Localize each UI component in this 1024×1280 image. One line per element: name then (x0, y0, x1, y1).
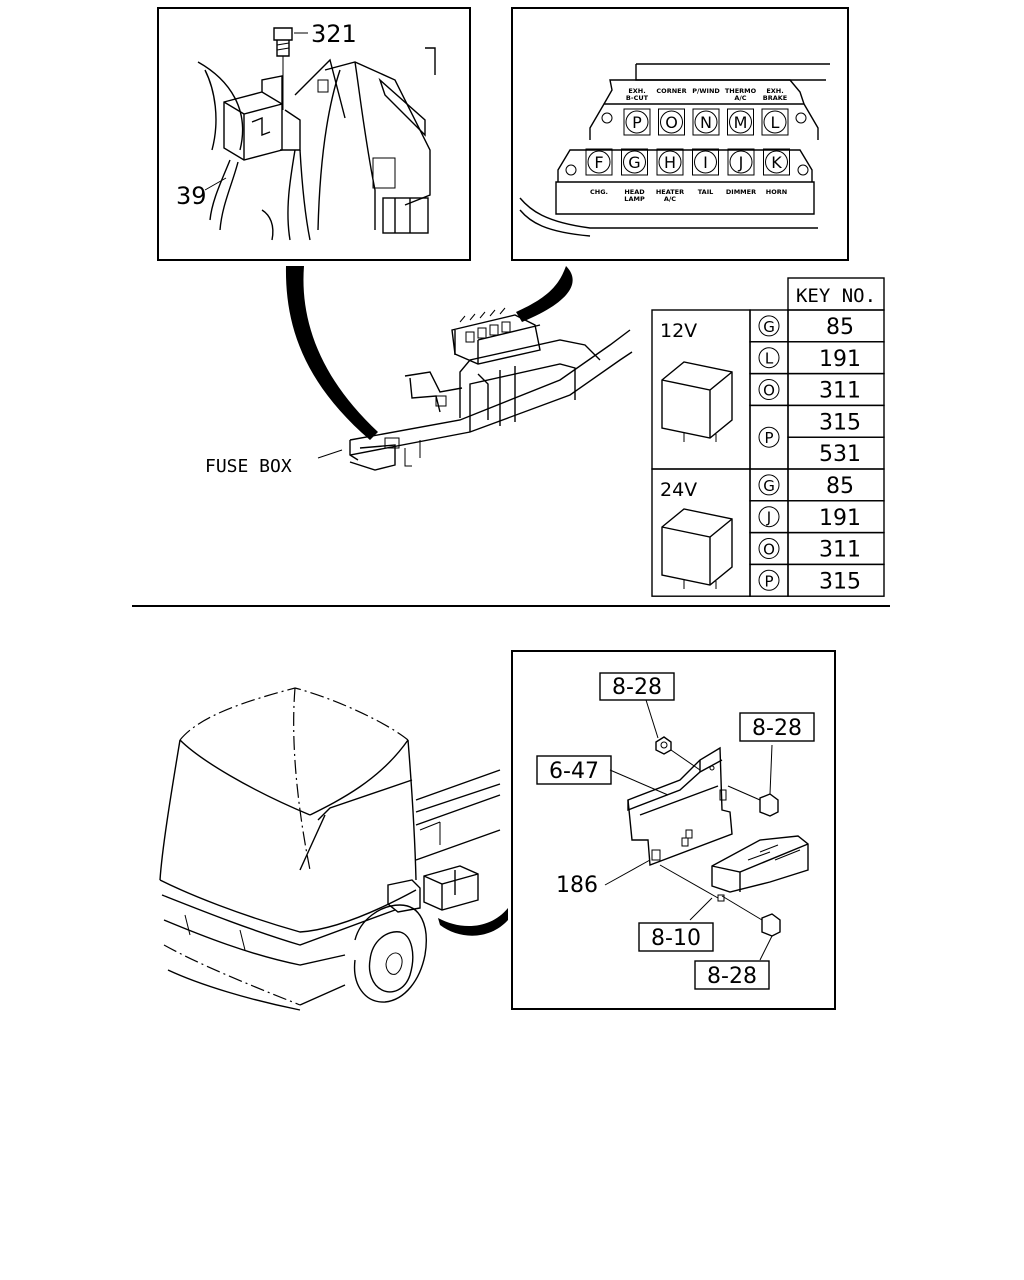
key-letter: P (764, 429, 773, 447)
fuse-label-2: A/C (734, 94, 746, 102)
bracket-exploded-inset: 186 (511, 650, 836, 1010)
fuse-letter: L (771, 113, 780, 132)
relay-mount-inset: 321 39 (157, 7, 471, 261)
fuse-label: HORN (766, 188, 787, 196)
fuse-label: P/WIND (692, 87, 720, 95)
fuse-box-frame-view: FUSE BOX (205, 266, 633, 477)
leader-curve-bottom (438, 908, 508, 936)
fuse-letter: I (703, 153, 708, 172)
fuse-label: DIMMER (726, 188, 756, 196)
fuse-label: CHG. (590, 188, 608, 196)
fuse-letter: H (664, 153, 676, 172)
fuse-slot-p: P EXH.B-CUT (623, 87, 651, 136)
key-letter: L (765, 350, 774, 368)
leader-curve-right (516, 266, 573, 322)
fuse-label: CORNER (656, 87, 686, 95)
relay-callout: 39 (176, 182, 207, 210)
leader-curve-left (285, 266, 378, 440)
fuse-slot-k: K HORN (763, 148, 790, 196)
key-number: 531 (819, 442, 861, 467)
fuse-letter: F (594, 153, 603, 172)
key-group-12v: 85 191 311 315 531 GLO P 12V (651, 309, 885, 470)
fuse-letter: M (734, 113, 748, 132)
ref-box-bolt-bottom-label: 8-28 (707, 964, 757, 989)
fuse-letter: P (632, 113, 642, 132)
key-letter: O (763, 382, 775, 400)
ref-box-bolt-top: 8-28 (739, 712, 815, 742)
fuse-label: HEAD (624, 188, 645, 196)
fuse-panel-inset: PEXH.B-CUTOCORNERNP/WINDMTHERMOA/CLEXH.B… (511, 7, 849, 261)
fuse-slot-j: J DIMMER (726, 148, 756, 196)
bracket-part-callout: 186 (556, 873, 598, 898)
fuse-letter: G (628, 153, 640, 172)
key-letter: O (763, 541, 775, 559)
fuse-label: HEATER (656, 188, 684, 196)
key-number: 315 (819, 410, 861, 435)
key-number: 85 (826, 474, 854, 499)
key-letter: J (766, 509, 771, 527)
fuse-slot-l: L EXH.BRAKE (761, 87, 789, 136)
fuse-slot-i: I TAIL (692, 148, 719, 196)
voltage-label: 24V (660, 479, 697, 501)
fuse-letter: O (665, 113, 678, 132)
fuse-label-2: B-CUT (626, 94, 649, 102)
relay-icon (661, 361, 733, 442)
fuse-label: TAIL (698, 188, 714, 196)
key-number: 315 (819, 569, 861, 594)
ref-box-nut: 8-28 (599, 672, 675, 701)
key-table-header: KEY NO. (796, 285, 876, 307)
ref-box-fuse-box-label: 8-10 (651, 926, 701, 951)
fuse-label-2: A/C (664, 195, 676, 203)
fuse-letter: N (700, 113, 712, 132)
ref-box-nut-label: 8-28 (612, 675, 662, 700)
fuse-slot-n: N P/WIND (692, 87, 720, 136)
fuse-slot-f: F CHG. (585, 148, 613, 196)
ref-box-bracket: 6-47 (536, 755, 612, 785)
fuse-label: EXH. (628, 87, 645, 95)
key-letter: P (764, 572, 773, 590)
ref-box-bolt-top-label: 8-28 (752, 716, 802, 741)
fuse-label-2: LAMP (624, 195, 645, 203)
key-letter: G (763, 318, 775, 336)
fuse-slot-o: O CORNER (656, 87, 687, 136)
relay-icon (661, 508, 733, 589)
ref-box-bracket-label: 6-47 (549, 759, 599, 784)
key-number: 311 (819, 538, 861, 563)
bolt-callout: 321 (311, 20, 357, 48)
voltage-label: 12V (660, 320, 697, 342)
truck-cab-view (159, 687, 508, 1011)
fuse-letter: J (738, 153, 744, 172)
fuse-top-row: PEXH.B-CUTOCORNERNP/WINDMTHERMOA/CLEXH.B… (623, 87, 789, 136)
key-number: 311 (819, 379, 861, 404)
key-table: KEY NO.85191311315531GLOP12V85191311315G… (651, 277, 885, 597)
fuse-label: EXH. (766, 87, 783, 95)
key-number: 85 (826, 315, 854, 340)
key-number: 191 (819, 347, 861, 372)
ref-box-bolt-bottom: 8-28 (694, 960, 770, 990)
fuse-label: THERMO (725, 87, 757, 95)
key-letter: G (763, 477, 775, 495)
fuse-letter: K (771, 153, 782, 172)
ref-box-fuse-box: 8-10 (638, 922, 714, 952)
fuse-label-2: BRAKE (763, 94, 787, 102)
key-number: 191 (819, 506, 861, 531)
fuse-box-callout: FUSE BOX (205, 456, 292, 477)
